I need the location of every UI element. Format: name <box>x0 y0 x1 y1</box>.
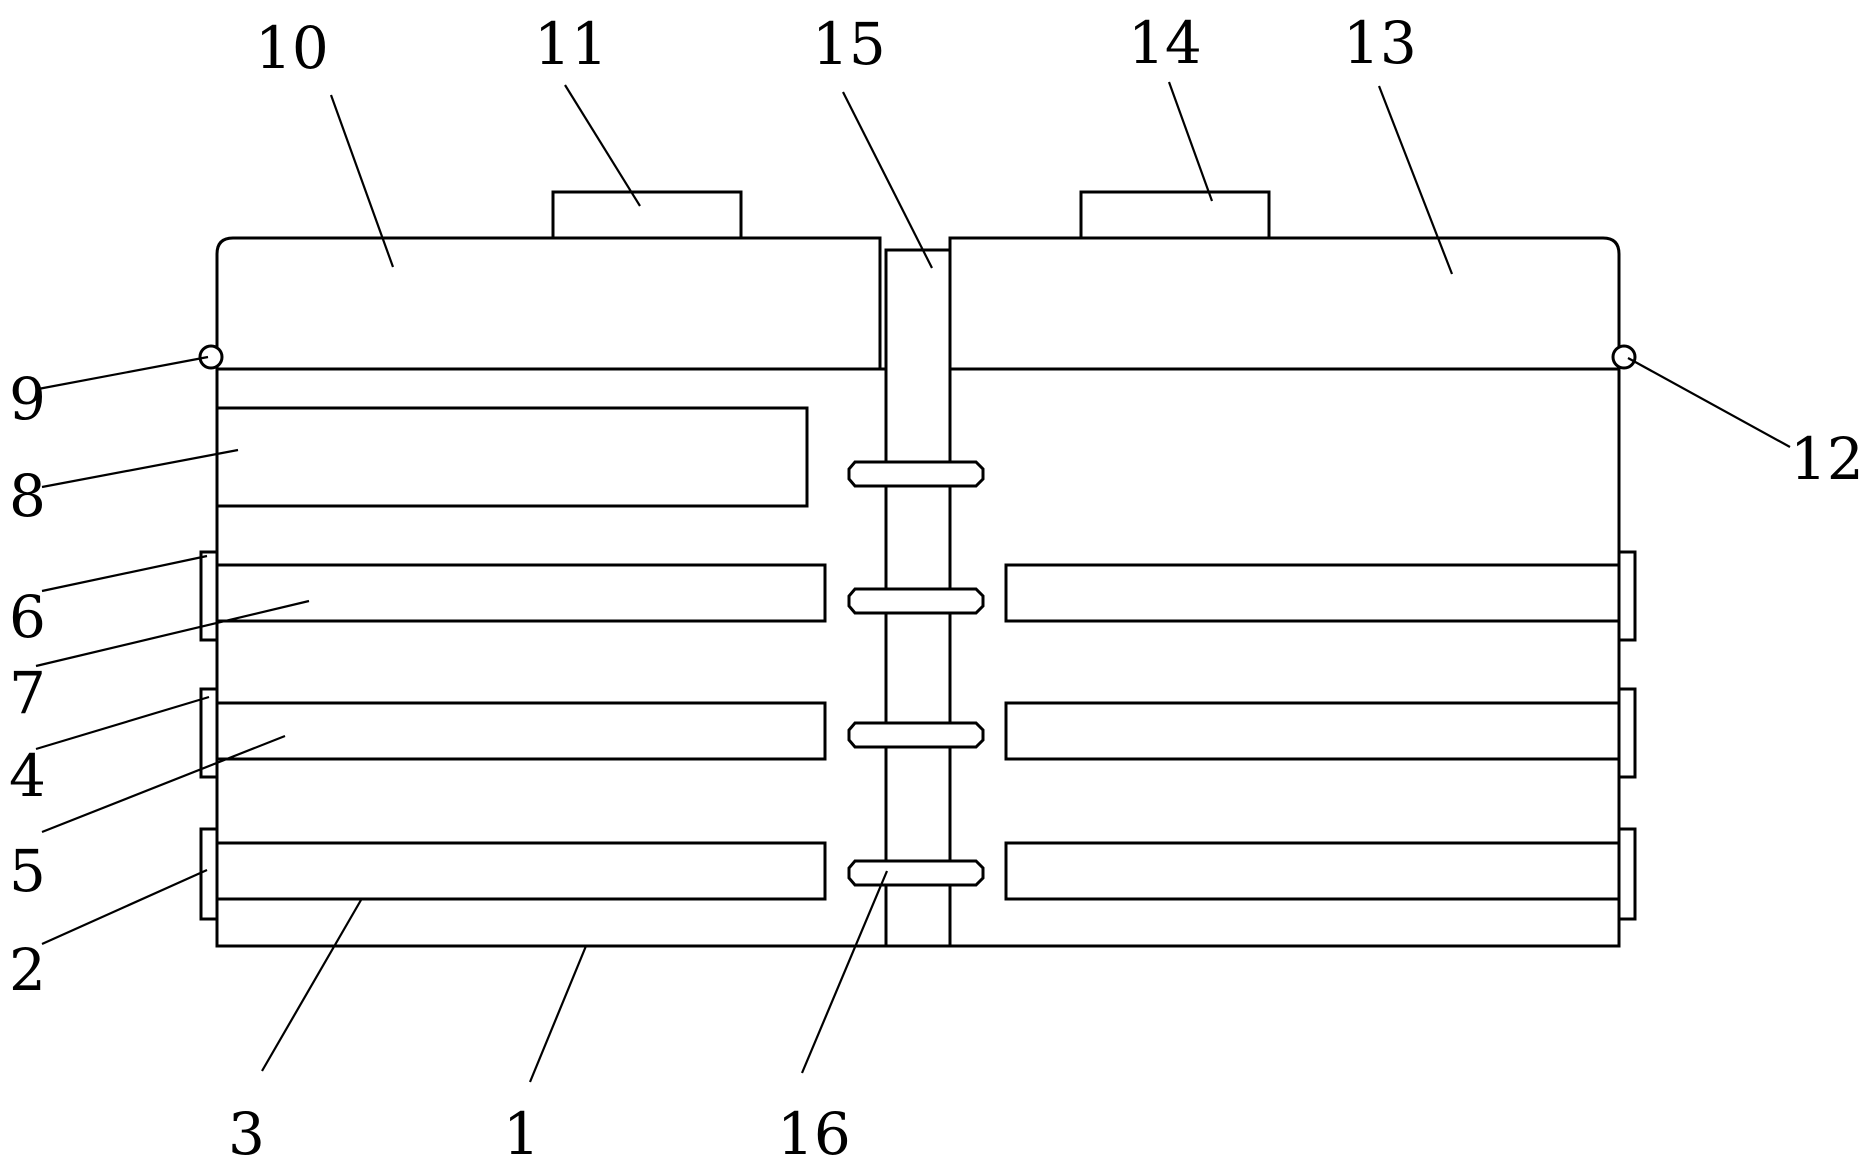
left-bar-upper <box>215 563 827 623</box>
label-16: 16 <box>777 1100 851 1163</box>
right-pad-middle <box>1617 687 1637 779</box>
right-bar-middle <box>1004 701 1621 761</box>
right-bar-lower <box>1004 841 1621 901</box>
right-pad-upper <box>1617 550 1637 642</box>
leader-15 <box>842 91 933 269</box>
label-9: 9 <box>9 365 46 433</box>
leader-3 <box>261 899 362 1072</box>
left-lid <box>215 236 882 371</box>
left-bar-lower <box>215 841 827 901</box>
right-bar-upper <box>1004 563 1621 623</box>
label-1: 1 <box>503 1100 540 1163</box>
clamp-ring-4 <box>847 859 985 887</box>
right-pad-lower <box>1617 827 1637 921</box>
leader-11 <box>564 84 641 207</box>
leader-4 <box>35 695 210 751</box>
leader-9 <box>37 355 209 391</box>
leader-6 <box>41 554 208 593</box>
right-hinge <box>1611 344 1637 370</box>
leader-12 <box>1627 357 1791 448</box>
label-10: 10 <box>255 14 329 82</box>
label-7: 7 <box>9 659 46 727</box>
leader-7 <box>35 599 310 668</box>
leader-5 <box>41 734 286 834</box>
leader-1 <box>528 945 588 1083</box>
label-13: 13 <box>1343 9 1417 77</box>
clamp-ring-1 <box>847 460 985 488</box>
label-4: 4 <box>9 742 46 810</box>
panel <box>215 406 809 508</box>
left-handle <box>551 190 743 240</box>
right-handle <box>1079 190 1271 240</box>
leader-2 <box>41 868 208 946</box>
right-lid <box>948 236 1621 371</box>
label-6: 6 <box>9 583 46 651</box>
label-14: 14 <box>1128 9 1202 77</box>
left-hinge <box>198 344 224 370</box>
left-pad-lower <box>199 827 219 921</box>
leader-8 <box>41 448 239 489</box>
label-11: 11 <box>534 10 608 78</box>
leader-13 <box>1377 85 1454 275</box>
clamp-ring-2 <box>847 587 985 615</box>
label-3: 3 <box>228 1100 265 1163</box>
label-5: 5 <box>9 837 46 905</box>
leader-14 <box>1167 81 1214 202</box>
label-2: 2 <box>9 936 46 1004</box>
leader-16 <box>800 870 889 1074</box>
left-bar-middle <box>215 701 827 761</box>
label-12: 12 <box>1790 425 1864 493</box>
leader-10 <box>329 94 395 268</box>
label-15: 15 <box>812 10 886 78</box>
clamp-ring-3 <box>847 721 985 749</box>
label-8: 8 <box>9 462 46 530</box>
